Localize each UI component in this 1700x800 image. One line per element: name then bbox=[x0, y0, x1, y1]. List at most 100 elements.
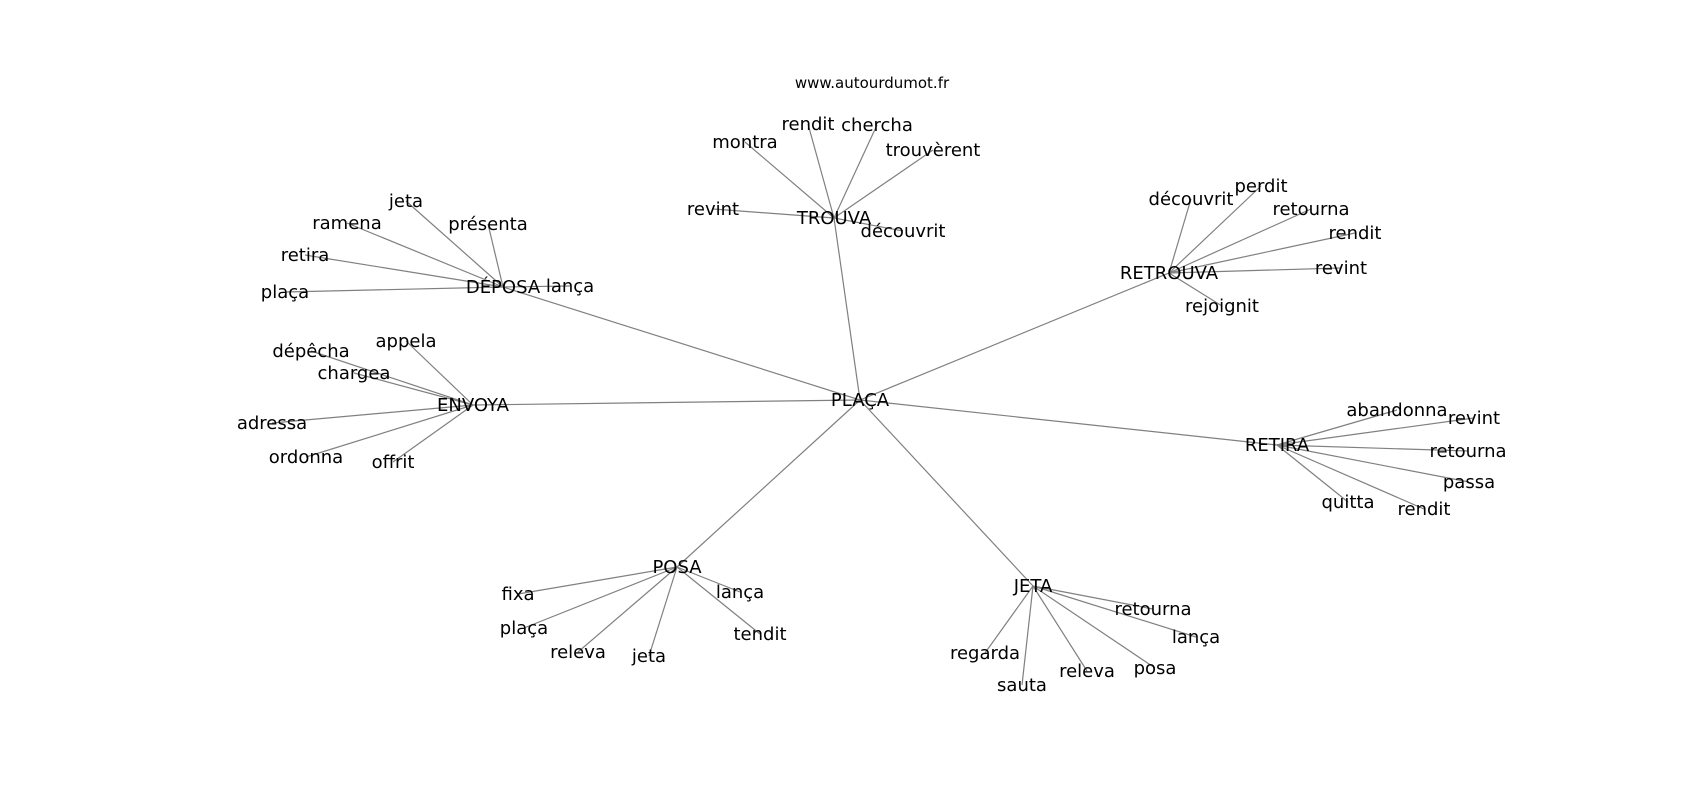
edge-center-hub bbox=[859, 399, 1034, 587]
word-node: lança bbox=[546, 276, 594, 297]
word-node: jeta bbox=[631, 646, 666, 667]
edge-hub-word bbox=[405, 340, 474, 406]
hub-node: ENVOYA bbox=[437, 395, 510, 416]
edge-hub-word bbox=[502, 285, 571, 288]
word-node: trouvèrent bbox=[886, 140, 981, 161]
center-node: PLAÇA bbox=[831, 390, 890, 411]
edge-hub-word bbox=[1168, 208, 1312, 274]
site-url: www.autourdumot.fr bbox=[795, 74, 950, 92]
edge-hub-word bbox=[304, 254, 504, 288]
word-node: regarda bbox=[950, 643, 1020, 664]
edge-hub-word bbox=[1276, 444, 1425, 510]
edge-hub-word bbox=[1021, 585, 1034, 686]
edge-hub-word bbox=[1032, 585, 1088, 672]
hub-node: RETIRA bbox=[1245, 435, 1310, 456]
hub-node: RETROUVA bbox=[1120, 263, 1219, 284]
word-node: dépêcha bbox=[272, 341, 349, 362]
edge-hub-word bbox=[807, 123, 835, 219]
word-node: appela bbox=[376, 331, 437, 352]
word-node: posa bbox=[1134, 658, 1177, 679]
edge-hub-word bbox=[1168, 185, 1262, 274]
edge-hub-word bbox=[523, 566, 678, 629]
word-node: sauta bbox=[997, 675, 1047, 696]
word-node: abandonna bbox=[1346, 400, 1447, 421]
word-node: tendit bbox=[733, 624, 786, 645]
word-node: retourna bbox=[1114, 599, 1191, 620]
edge-hub-word bbox=[1276, 417, 1475, 446]
edge-hub-word bbox=[833, 149, 934, 219]
edge-hub-word bbox=[517, 566, 678, 595]
word-node: chargea bbox=[318, 363, 391, 384]
edge-hub-word bbox=[1168, 267, 1342, 274]
word-node: offrit bbox=[372, 452, 415, 473]
graph-edges bbox=[271, 123, 1475, 686]
word-node: plaça bbox=[261, 282, 309, 303]
edge-hub-word bbox=[1168, 198, 1192, 274]
edge-hub-word bbox=[1032, 585, 1156, 669]
edge-hub-word bbox=[1168, 232, 1356, 274]
word-node: releva bbox=[1059, 661, 1115, 682]
hub-node: DÉPOSA bbox=[466, 276, 541, 298]
edge-hub-word bbox=[1276, 444, 1470, 483]
word-node: adressa bbox=[237, 413, 307, 434]
edge-center-hub bbox=[502, 286, 861, 401]
hub-node: POSA bbox=[652, 557, 702, 578]
word-node: retira bbox=[281, 245, 330, 266]
word-node: revint bbox=[687, 199, 739, 220]
edge-hub-word bbox=[1276, 444, 1469, 452]
edge-hub-word bbox=[676, 566, 741, 593]
edge-hub-word bbox=[1276, 444, 1349, 503]
edge-hub-word bbox=[833, 217, 904, 232]
word-node: rejoignit bbox=[1185, 296, 1259, 317]
edge-hub-word bbox=[1032, 585, 1154, 610]
edge-hub-word bbox=[1032, 585, 1197, 638]
word-node: présenta bbox=[448, 214, 527, 235]
word-node: lança bbox=[1172, 627, 1220, 648]
word-node: ordonna bbox=[269, 447, 343, 468]
edge-hub-word bbox=[712, 208, 835, 219]
word-node: découvrit bbox=[861, 221, 946, 242]
edge-center-hub bbox=[472, 399, 861, 406]
edge-hub-word bbox=[487, 223, 504, 288]
word-node: lança bbox=[716, 582, 764, 603]
word-node: releva bbox=[550, 642, 606, 663]
graph-labels: www.autourdumot.fr PLAÇA TROUVA montra rend… bbox=[237, 74, 1507, 696]
edge-hub-word bbox=[1168, 272, 1223, 307]
hub-node: TROUVA bbox=[796, 208, 872, 229]
word-node: quitta bbox=[1322, 492, 1375, 513]
word-node: rendit bbox=[1398, 499, 1451, 520]
word-node: plaça bbox=[500, 618, 548, 639]
word-node: découvrit bbox=[1149, 189, 1234, 210]
edge-hub-word bbox=[984, 585, 1034, 654]
edge-hub-word bbox=[648, 566, 678, 657]
edge-center-hub bbox=[859, 272, 1170, 401]
edge-hub-word bbox=[405, 200, 504, 288]
word-node: passa bbox=[1443, 472, 1495, 493]
word-node: fixa bbox=[501, 584, 534, 605]
edge-hub-word bbox=[1276, 409, 1398, 446]
word-node: rendit bbox=[1329, 223, 1382, 244]
edge-hub-word bbox=[744, 141, 835, 219]
edge-hub-word bbox=[346, 222, 504, 288]
word-node: retourna bbox=[1272, 199, 1349, 220]
edge-hub-word bbox=[353, 372, 474, 406]
edge-center-hub bbox=[859, 399, 1278, 446]
word-node: perdit bbox=[1234, 176, 1287, 197]
edge-hub-word bbox=[271, 404, 474, 424]
word-node: revint bbox=[1315, 258, 1367, 279]
edge-center-hub bbox=[676, 399, 861, 568]
edge-hub-word bbox=[305, 404, 474, 458]
word-node: jeta bbox=[388, 191, 423, 212]
edge-center-hub bbox=[833, 217, 861, 401]
edge-hub-word bbox=[676, 566, 761, 635]
word-node: montra bbox=[712, 132, 777, 153]
edge-hub-word bbox=[577, 566, 678, 653]
edge-hub-word bbox=[833, 124, 878, 219]
word-node: retourna bbox=[1429, 441, 1506, 462]
word-node: chercha bbox=[841, 115, 913, 136]
edge-hub-word bbox=[284, 286, 504, 293]
word-node: ramena bbox=[312, 213, 381, 234]
word-node: revint bbox=[1448, 408, 1500, 429]
hub-node: JETA bbox=[1013, 576, 1053, 597]
